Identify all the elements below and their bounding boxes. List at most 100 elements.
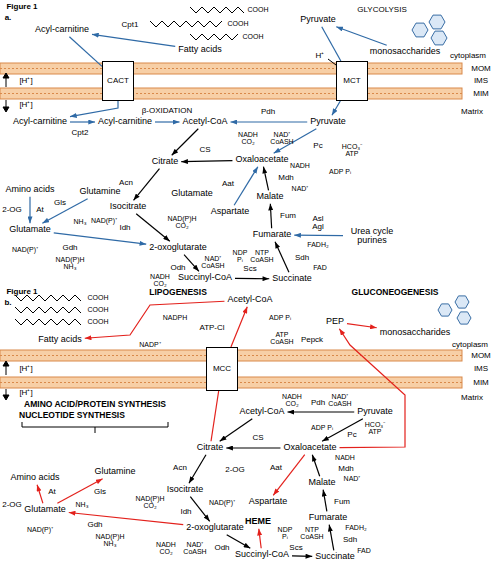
cofactor-label: NTP CoASH — [248, 249, 276, 263]
enzyme-label: Pc — [313, 142, 322, 150]
proton-gradient-arrows — [3, 73, 9, 400]
metabolite: Acetyl-CoA — [226, 295, 273, 304]
metabolite: 2-oxoglutarate — [185, 523, 245, 532]
enzyme-label: IMS — [474, 77, 488, 85]
enzyme-label: Fum — [334, 498, 350, 506]
pathway-arrow — [172, 129, 199, 156]
metabolite: Pyruvate — [299, 15, 337, 24]
metabolite: monosaccharides — [369, 47, 442, 56]
node-text: Malate — [256, 192, 283, 201]
cofactor-label: NADH — [290, 162, 310, 169]
metabolite: Glutamine — [93, 467, 136, 476]
cofactor-label: COOH — [248, 6, 269, 13]
fatty-acid-chain — [150, 21, 222, 27]
node-text: HEME — [245, 517, 271, 526]
figure-label: Figure 1 — [6, 3, 37, 11]
enzyme-label: cytoplasm — [450, 52, 486, 60]
enzyme-label: GLYCOLYSIS — [357, 6, 407, 14]
cofactor-label: NAD(P)H CO₂ — [134, 495, 166, 509]
node-text: Oxaloacetate — [235, 155, 288, 164]
transporter-box: MCC — [206, 347, 238, 391]
metabolite: HEME — [244, 517, 272, 526]
cofactor-label: HCO₃⁻ ATP — [337, 143, 367, 157]
cofactor-label: ADP Pᵢ — [329, 168, 351, 175]
enzyme-label: cytoplasm — [452, 341, 488, 349]
pathway-arrow — [270, 204, 271, 229]
pathway-arrow — [155, 121, 179, 122]
transporter-box: MCT — [336, 61, 368, 101]
metabolite: monosaccharides — [379, 328, 452, 337]
cofactor-label: FAD — [313, 264, 327, 271]
node-text: Glutamine — [79, 187, 120, 196]
enzyme-label: [H⁺] — [19, 77, 32, 85]
cofactor-label: NAD⁺ CoASH — [326, 393, 354, 407]
enzyme-label: MOM — [471, 352, 491, 360]
pathway-arrow — [92, 34, 175, 46]
metabolite: Acyl-carnitine — [34, 25, 90, 34]
metabolite: Isocitrate — [109, 202, 148, 211]
pathway-arrow — [259, 529, 261, 549]
arrow-head — [3, 395, 9, 400]
pathway-arrow — [332, 101, 340, 115]
pathway-heading: GLUCONEOGENESIS — [352, 288, 439, 297]
fatty-acid-chain — [15, 319, 81, 325]
enzyme-label: Sdh — [295, 254, 309, 262]
cofactor-label: NAD(P)⁺ — [27, 526, 53, 533]
cofactor-label: ATP CoASH — [268, 331, 296, 345]
enzyme-label: MIM — [473, 379, 489, 387]
membrane-texture — [0, 93, 462, 94]
enzyme-label: 2-OG — [225, 466, 245, 474]
node-text: Fumarate — [253, 230, 292, 239]
node-text: Succinyl-CoA — [235, 550, 289, 559]
metabolite: Fumarate — [252, 230, 293, 239]
metabolite: Fatty acids — [177, 45, 223, 54]
metabolite: Citrate — [151, 157, 180, 166]
enzyme-label: Cpt1 — [122, 21, 139, 29]
node-text: CACT — [107, 77, 129, 85]
enzyme-label: Mdh — [338, 465, 354, 473]
pathway-arrow — [69, 37, 102, 67]
node-text: Amino acids — [10, 473, 59, 482]
cofactor-label: NAD⁺ — [292, 185, 309, 192]
enzyme-label: Pdh — [311, 399, 325, 407]
outer-membrane — [0, 63, 462, 74]
cofactor-label: NDP Pᵢ — [229, 249, 251, 263]
pathway-arrow — [184, 255, 199, 272]
metabolite: Malate — [307, 478, 336, 487]
pathway-arrow — [263, 167, 268, 191]
metabolite: Aspartate — [248, 497, 289, 506]
node-text: Citrate — [197, 443, 224, 452]
membrane-texture — [0, 68, 462, 69]
cofactor-label: NAD(P)⁺ — [209, 499, 235, 506]
cofactor-label: FADH₂ — [345, 524, 366, 531]
pathway-arrow — [329, 525, 334, 551]
node-text: Urea cycle purines — [346, 227, 398, 246]
metabolite: Pyruvate — [309, 117, 347, 126]
arrow-head — [3, 107, 9, 112]
pathway-arrow — [347, 324, 377, 328]
metabolite: Glutamate — [8, 225, 52, 234]
node-text: Glutamate — [24, 505, 66, 514]
metabolite-label: Glutamate — [171, 189, 213, 198]
node-text: Acyl-carnitine — [13, 117, 67, 126]
node-text: Acyl-carnitine — [35, 25, 89, 34]
pathway-arrow — [190, 497, 209, 522]
node-text: Acetyl-CoA — [227, 295, 272, 304]
pathway-arrow — [134, 169, 160, 201]
cofactor-label: NAD⁺ — [344, 475, 361, 482]
cofactor-label: NADH CO₂ — [236, 131, 260, 145]
cofactor-label: NAD(P)⁺ — [91, 217, 117, 224]
enzyme-label: Pc — [347, 431, 356, 439]
pathway-arrow — [70, 101, 118, 117]
node-text: Acyl-carnitine — [98, 117, 152, 126]
sugar-ring — [429, 15, 445, 29]
membranes — [0, 63, 462, 388]
sugar-ring — [455, 296, 469, 308]
cofactor-label: ADP Pᵢ — [311, 424, 333, 431]
node-text: Fatty acids — [178, 45, 222, 54]
metabolite: Acetyl-CoA — [238, 407, 285, 416]
cofactor-label: ADP Pᵢ — [269, 314, 291, 321]
pathway-arrow — [322, 27, 341, 61]
cofactor-label: NADH — [335, 454, 355, 461]
